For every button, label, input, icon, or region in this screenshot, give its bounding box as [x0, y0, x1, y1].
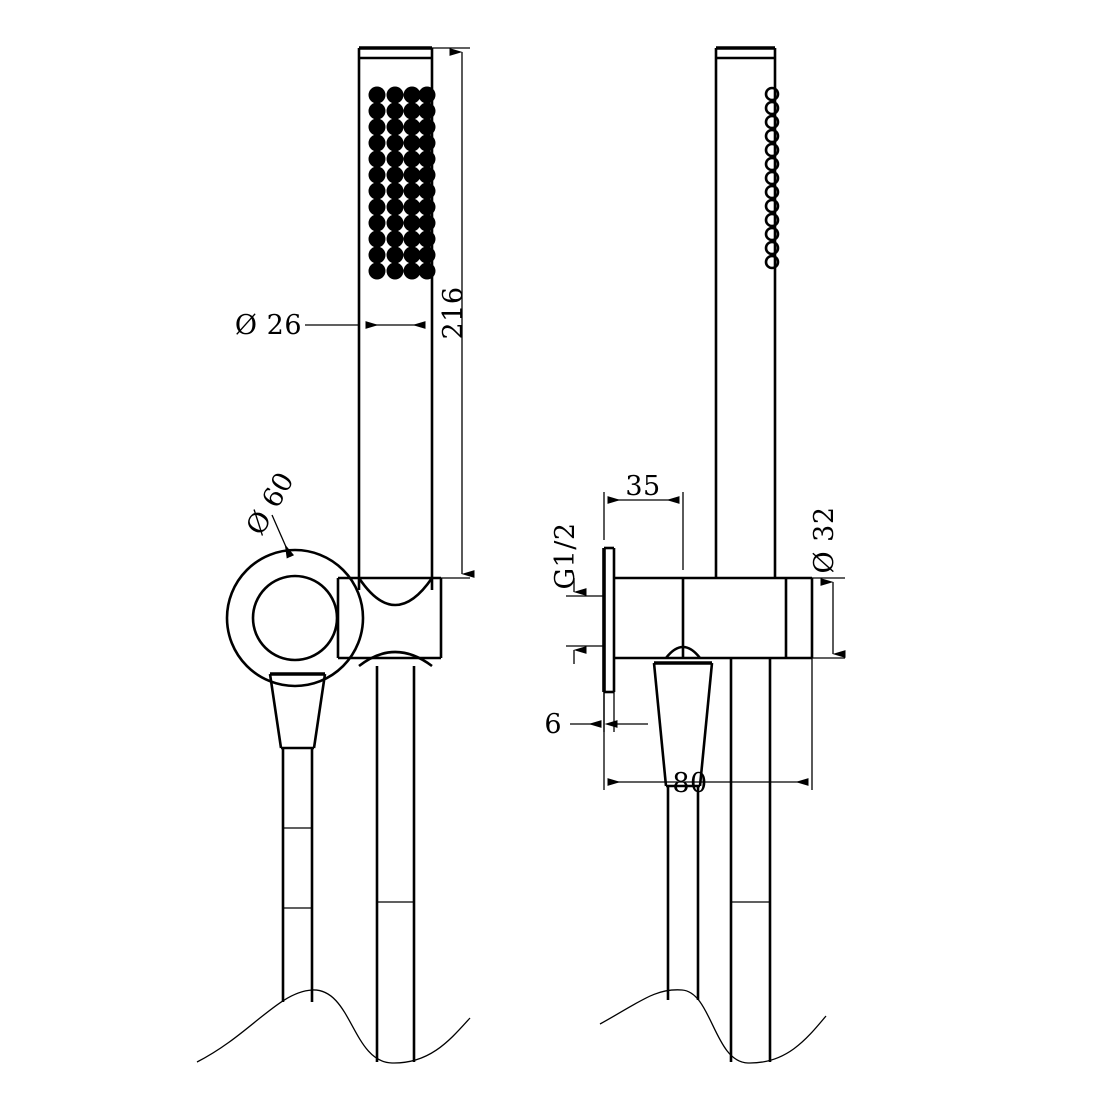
dim-label-overall-width: 80: [672, 768, 707, 799]
dim-label-body-diameter-bound: Ø 32: [809, 506, 840, 573]
side-outlet-cone: [652, 661, 714, 788]
dim-label-head-length: 216: [438, 286, 469, 339]
dimension-bracket-projection: 35: [603, 471, 684, 570]
side-wall-plate: [602, 546, 616, 694]
side-hose-left: [666, 786, 700, 1000]
front-hose-left: [281, 748, 314, 1002]
dimension-body-diameter: Ø 32: [809, 506, 846, 659]
front-bracket-cradle: [336, 576, 443, 668]
dimension-head-length: 216: [432, 47, 475, 579]
front-wall-flange: [225, 548, 365, 688]
dimension-overall-width: 80: [603, 658, 813, 799]
dimension-plate-thickness: 6: [544, 690, 648, 740]
side-shower-head: [714, 46, 777, 578]
dimension-inlet-thread: G1/2: [550, 522, 604, 664]
side-elevation-view: 35 G1/2 Ø 32 6: [544, 46, 846, 1064]
side-nozzle-column: [764, 86, 780, 270]
dimension-head-diameter: Ø 26: [235, 310, 426, 341]
side-break-line: [599, 989, 827, 1064]
front-hose-right: [375, 666, 416, 1062]
dim-label-plate-thickness: 6: [544, 709, 562, 740]
front-nozzle-grid: [368, 86, 436, 280]
dimension-flange-diameter: Ø 60: [240, 467, 301, 559]
dim-label-bracket-projection: 35: [625, 471, 660, 502]
front-elevation-view: Ø 26 216 Ø 60: [196, 46, 475, 1064]
front-outlet-cone: [268, 672, 327, 750]
front-break-line: [196, 989, 471, 1064]
side-bracket-body: [614, 576, 814, 660]
dim-label-inlet-thread: G1/2: [550, 522, 581, 589]
dim-label-head-diameter: Ø 26: [235, 310, 302, 341]
side-hose-right: [729, 658, 772, 1062]
dim-label-flange-diameter: Ø 60: [240, 467, 300, 541]
